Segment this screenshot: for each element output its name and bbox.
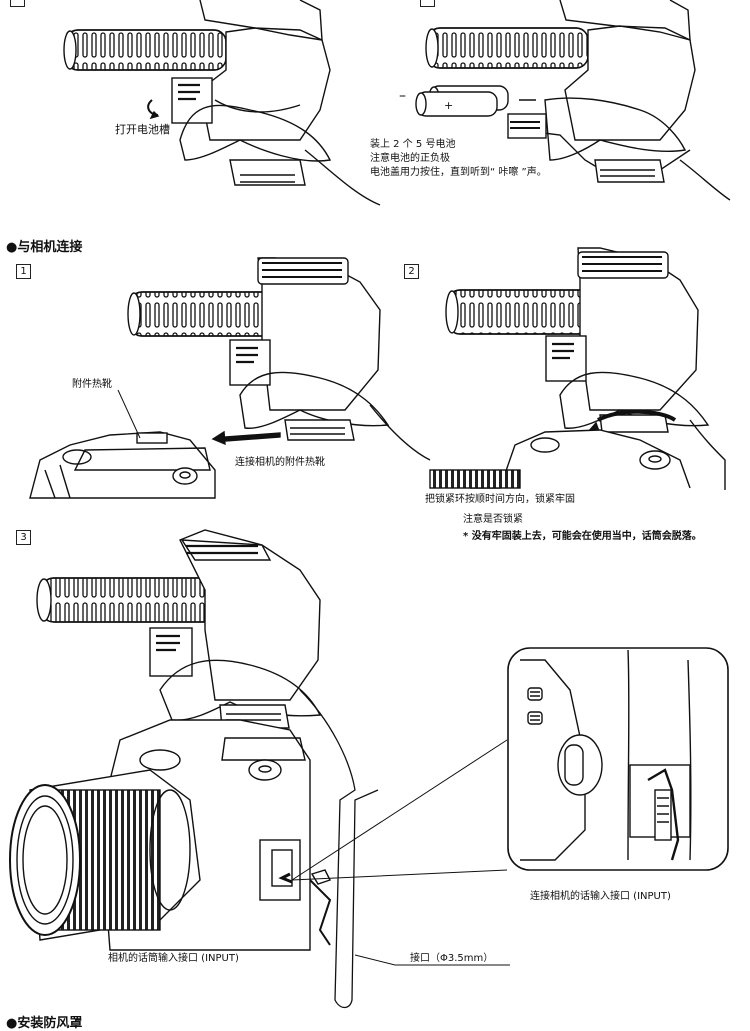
caption-battery-line-1: 装上 2 个 5 号电池 xyxy=(370,139,456,150)
step-box-top-right xyxy=(420,0,435,7)
illustration-attach-hotshoe xyxy=(29,257,431,499)
caption-input-detail: 连接相机的话输入接口 (INPUT) xyxy=(530,891,671,902)
step-box-2: 2 xyxy=(404,264,419,279)
illustration-insert-battery xyxy=(415,0,731,201)
battery-polarity-minus: – xyxy=(399,88,406,104)
step-box-1: 1 xyxy=(16,264,31,279)
caption-battery-line-2: 注意电池的正负极 xyxy=(370,153,450,164)
section-heading-windscreen: ●安装防风罩 xyxy=(6,1016,83,1031)
caption-open-battery: 打开电池槽 xyxy=(115,123,170,136)
note-body: * 没有牢固装上去，可能会在使用当中，话筒会脱落。 xyxy=(463,531,702,542)
label-accessory-hotshoe: 附件热靴 xyxy=(72,379,112,390)
illustration-lock-ring xyxy=(429,247,726,490)
caption-lock-ring: 把锁紧环按顺时间方向，锁紧牢固 xyxy=(425,494,575,505)
step-box-top-left xyxy=(10,0,25,7)
caption-battery-line-3: 电池盖用力按住，直到听到“ 咔嚓 ”声。 xyxy=(370,167,547,178)
section-heading-connect-camera: ●与相机连接 xyxy=(6,240,83,255)
illustration-connect-input xyxy=(9,529,729,1009)
note-title: 注意是否锁紧 xyxy=(463,514,523,525)
caption-attach-hotshoe: 连接相机的附件热靴 xyxy=(235,457,325,468)
battery-polarity-plus: + xyxy=(444,99,454,112)
illustration-open-battery xyxy=(63,0,381,206)
caption-camera-input: 相机的话筒输入接口 (INPUT) xyxy=(108,953,239,964)
step-box-3: 3 xyxy=(16,530,31,545)
caption-jack-size: 接口（Φ3.5mm） xyxy=(410,953,494,964)
caption-insert-battery: 装上 2 个 5 号电池 注意电池的正负极 电池盖用力按住，直到听到“ 咔嚓 ”… xyxy=(370,138,547,180)
